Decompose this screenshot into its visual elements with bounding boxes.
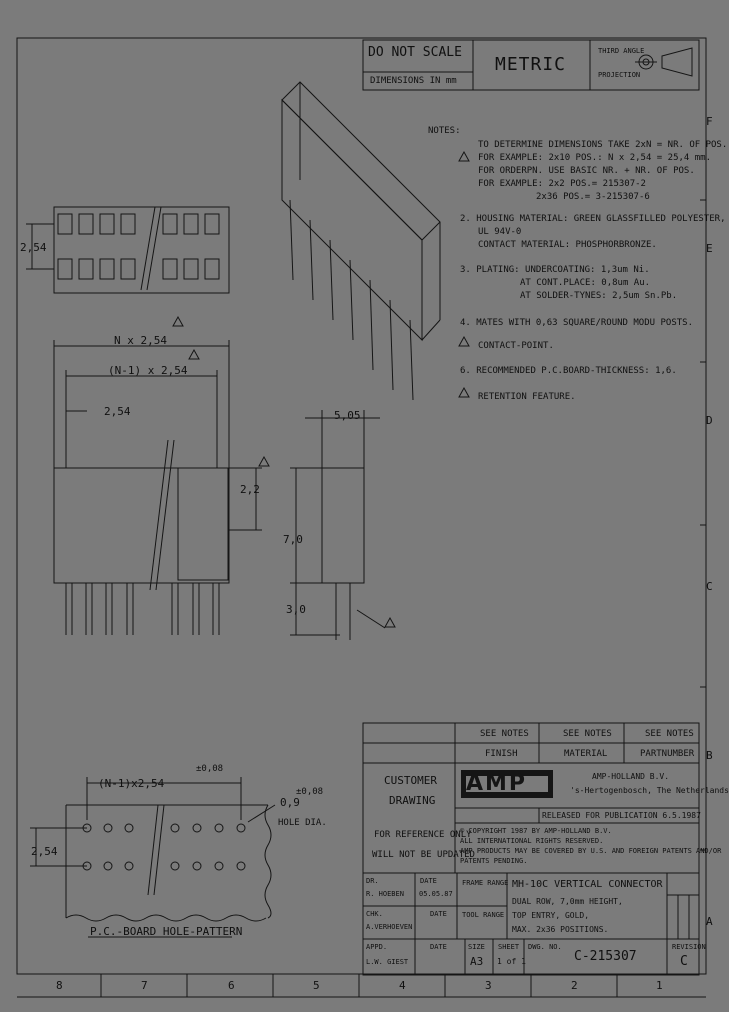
note-line: AT SOLDER-TYNES: 2,5um Sn.Pb. [520,291,678,301]
grid-col-8: 8 [56,979,63,992]
appd-date-label: DATE [430,943,447,951]
customer-drawing-1: CUSTOMER [384,774,437,787]
company-name: AMP-HOLLAND B.V. [592,772,670,781]
appd-label: APPD. [366,943,388,951]
dim-pcb-n1: (N-1)x2,54 [98,777,165,790]
dim-pitch-top: 2,54 [20,241,47,254]
dim-3-0: 3,0 [286,603,306,616]
revision-value: C [680,954,688,969]
note-line: FOR EXAMPLE: 2x2 POS.= 215307-2 [478,179,646,189]
note-line: AT CONT.PLACE: 0,8um Au. [520,278,651,288]
dim-pcb-pitch: 2,54 [31,845,58,858]
notes-label: NOTES: [428,126,461,136]
title-line-1: MH-10C VERTICAL CONNECTOR [512,879,663,890]
title-line-3: TOP ENTRY, GOLD, [512,911,590,920]
grid-row-c: C [706,580,713,593]
note-line: FOR EXAMPLE: 2x10 POS.: N x 2,54 = 25,4 … [478,153,711,163]
grid-col-5: 5 [313,979,320,992]
size-label: SIZE [468,943,485,951]
company-city: 's-Hertogenbosch, The Netherlands [570,786,729,795]
note-line: RETENTION FEATURE. [478,392,576,402]
dim-n-pitch: N x 2,54 [114,334,167,347]
released-for-publication: RELEASED FOR PUBLICATION 6.5.1987 [542,811,701,820]
dim-pitch-front: 2,54 [104,405,131,418]
tool-range-label: TOOL RANGE [462,911,505,919]
grid-col-2: 2 [571,979,578,992]
dimensions-in-mm: DIMENSIONS IN mm [370,76,457,86]
dim-hole: 0,9 [280,796,300,809]
dr-date: 05.05.87 [419,890,453,898]
patents: AMP PRODUCTS MAY BE COVERED BY U.S. AND … [460,847,722,855]
partnumber-label: PARTNUMBER [640,749,695,759]
note-line: CONTACT MATERIAL: PHOSPHORBRONZE. [478,240,657,250]
see-notes-1: SEE NOTES [480,729,529,739]
sheet-label: SHEET [498,943,520,951]
see-notes-2: SEE NOTES [563,729,612,739]
title-line-4: MAX. 2x36 POSITIONS. [512,925,609,934]
do-not-scale: DO NOT SCALE [368,45,462,60]
grid-col-7: 7 [141,979,148,992]
appd-name: L.W. GIEST [366,958,409,966]
size-value: A3 [470,955,484,968]
chk-date-label: DATE [430,910,447,918]
note-line: 2. HOUSING MATERIAL: GREEN GLASSFILLED P… [460,214,726,224]
third-angle-label: THIRD ANGLE [598,47,645,55]
grid-row-e: E [706,242,713,255]
rights-reserved: ALL INTERNATIONAL RIGHTS RESERVED. [460,837,604,845]
sheet-value: 1 of 1 [497,957,526,966]
dwg-no-label: DWG. NO. [528,943,562,951]
material-label: MATERIAL [564,749,608,759]
dwg-no-value: C-215307 [574,949,637,964]
dim-7-0: 7,0 [283,533,303,546]
note-line: CONTACT-POINT. [478,341,554,351]
finish-label: FINISH [485,749,518,759]
chk-label: CHK. [366,910,383,918]
dim-tolerance-hole: ±0,08 [296,787,324,797]
grid-col-4: 4 [399,979,406,992]
customer-drawing-2: DRAWING [389,794,436,807]
dim-hole-dia: HOLE DIA. [278,818,327,828]
patents-pending: PATENTS PENDING. [460,857,528,865]
grid-row-b: B [706,749,713,762]
dim-2-2: 2,2 [240,483,260,496]
note-line: TO DETERMINE DIMENSIONS TAKE 2xN = NR. O… [478,140,728,150]
note-line: 6. RECOMMENDED P.C.BOARD-THICKNESS: 1,6. [460,366,677,376]
metric-label: METRIC [495,54,567,75]
chk-name: A.VERHOEVEN [366,923,413,931]
revision-label: REVISION [672,943,706,951]
note-line: 2x36 POS.= 3-215307-6 [536,192,650,202]
dr-date-label: DATE [420,877,437,885]
note-line: FOR ORDERPN. USE BASIC NR. + NR. OF POS. [478,166,695,176]
note-line: 4. MATES WITH 0,63 SQUARE/ROUND MODU POS… [460,318,693,328]
grid-row-f: F [706,115,713,128]
dr-label: DR. [366,877,379,885]
dim-n1-pitch: (N-1) x 2,54 [108,364,188,377]
copyright: © COPYRIGHT 1987 BY AMP-HOLLAND B.V. [460,827,612,835]
frame-range-label: FRAME RANGE [462,879,509,887]
dim-tolerance-top: ±0,08 [196,764,224,774]
note-line: 3. PLATING: UNDERCOATING: 1,3um Ni. [460,265,650,275]
amp-logo: AMP [466,771,528,796]
dim-5-05: 5,05 [334,409,361,422]
projection-label: PROJECTION [598,71,641,79]
dr-name: R. HOEBEN [366,890,404,898]
pcb-hole-pattern-label: P.C.-BOARD HOLE-PATTERN [90,925,243,938]
see-notes-3: SEE NOTES [645,729,694,739]
for-reference-only: FOR REFERENCE ONLY [374,830,472,840]
title-line-2: DUAL ROW, 7,0mm HEIGHT, [512,897,623,906]
grid-col-6: 6 [228,979,235,992]
grid-col-3: 3 [485,979,492,992]
note-line: UL 94V-0 [478,227,522,237]
grid-row-a: A [706,915,713,928]
will-not-be-updated: WILL NOT BE UPDATED [372,850,475,860]
grid-col-1: 1 [656,979,663,992]
grid-row-d: D [706,414,713,427]
